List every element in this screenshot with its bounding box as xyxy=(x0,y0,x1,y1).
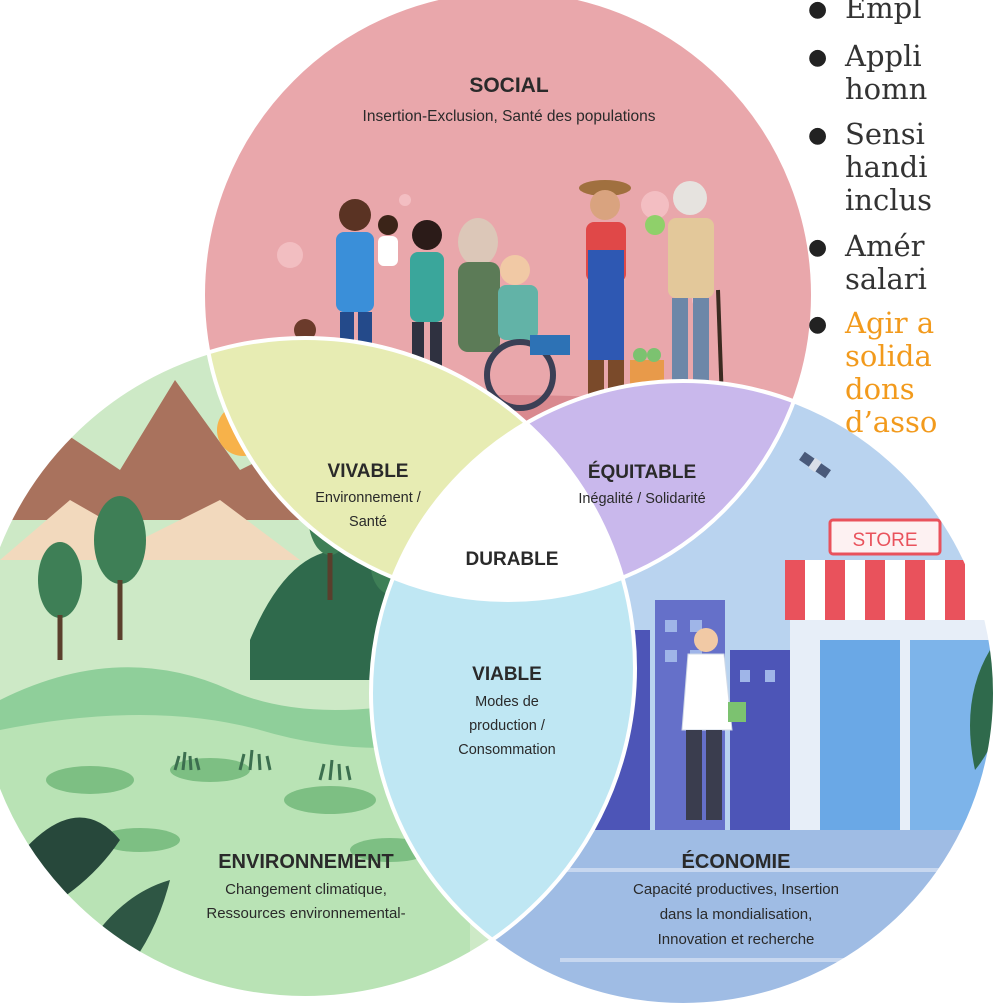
bullet-text: Agir a xyxy=(845,306,935,340)
businessman-figure xyxy=(681,628,746,820)
economy-line1: Capacité productives, Insertion xyxy=(633,881,839,898)
bullet-text: homn xyxy=(845,72,928,106)
viable-line3: Consommation xyxy=(458,742,556,758)
bullet-text: solida xyxy=(845,339,932,373)
social-title: SOCIAL xyxy=(469,74,549,97)
store-sign-text: STORE xyxy=(852,530,917,551)
bullet-dot-icon: ● xyxy=(808,235,828,260)
durable-title: DURABLE xyxy=(466,549,559,570)
hill-shape xyxy=(0,500,300,560)
bullet-dot-icon: ● xyxy=(808,123,828,148)
bullet-text: salari xyxy=(845,262,927,296)
bullet-item: ● Empl xyxy=(808,0,922,25)
environment-line1: Changement climatique, xyxy=(225,881,387,898)
bullet-dot-icon: ● xyxy=(808,312,828,337)
store-sign xyxy=(828,518,942,556)
tree-icon xyxy=(38,542,82,618)
economy-line3: Innovation et recherche xyxy=(658,931,815,948)
environment-line2: Ressources environnemental- xyxy=(206,905,405,922)
wheelchair-icon xyxy=(484,339,556,411)
social-subtitle: Insertion-Exclusion, Santé des populatio… xyxy=(363,108,656,125)
equitable-line1: Inégalité / Solidarité xyxy=(578,491,705,507)
vivable-line1: Environnement / xyxy=(315,490,422,506)
bullet-text: Appli xyxy=(845,39,922,73)
satellite-icon xyxy=(799,451,831,479)
bullet-text: d’asso xyxy=(845,405,938,439)
viable-line1: Modes de xyxy=(475,694,539,710)
vivable-line2: Santé xyxy=(349,514,387,530)
mountain-shape xyxy=(0,380,340,520)
environment-title: ENVIRONNEMENT xyxy=(218,851,394,873)
economy-line2: dans la mondialisation, xyxy=(660,906,813,923)
equitable-title: ÉQUITABLE xyxy=(588,461,696,483)
bullet-text: Amér xyxy=(845,229,925,263)
bullet-text: handi xyxy=(845,150,928,184)
building-shape xyxy=(730,650,790,830)
bullet-text: dons xyxy=(845,372,915,406)
viable-line2: production / xyxy=(469,718,546,734)
bullet-dot-icon: ● xyxy=(808,45,828,70)
bullet-list: ● Empl ● Appli homn ● Sensi handi inclus… xyxy=(808,0,1000,492)
bullet-text: inclus xyxy=(845,183,933,217)
economy-title: ÉCONOMIE xyxy=(682,850,791,873)
bullet-item: ● Appli homn xyxy=(808,40,927,106)
tree-icon xyxy=(94,496,146,584)
bullet-dot-icon: ● xyxy=(808,0,828,22)
viable-title: VIABLE xyxy=(472,664,542,685)
bullet-item: ● Amér salari xyxy=(808,230,927,296)
bullet-item: ● Sensi handi inclus xyxy=(808,118,932,217)
bullet-item-highlighted: ● Agir a solida dons d’asso xyxy=(808,307,937,439)
store-door xyxy=(820,640,900,840)
bullet-text: Sensi xyxy=(845,117,925,151)
vivable-title: VIVABLE xyxy=(328,461,409,482)
bullet-text: Empl xyxy=(845,0,922,25)
